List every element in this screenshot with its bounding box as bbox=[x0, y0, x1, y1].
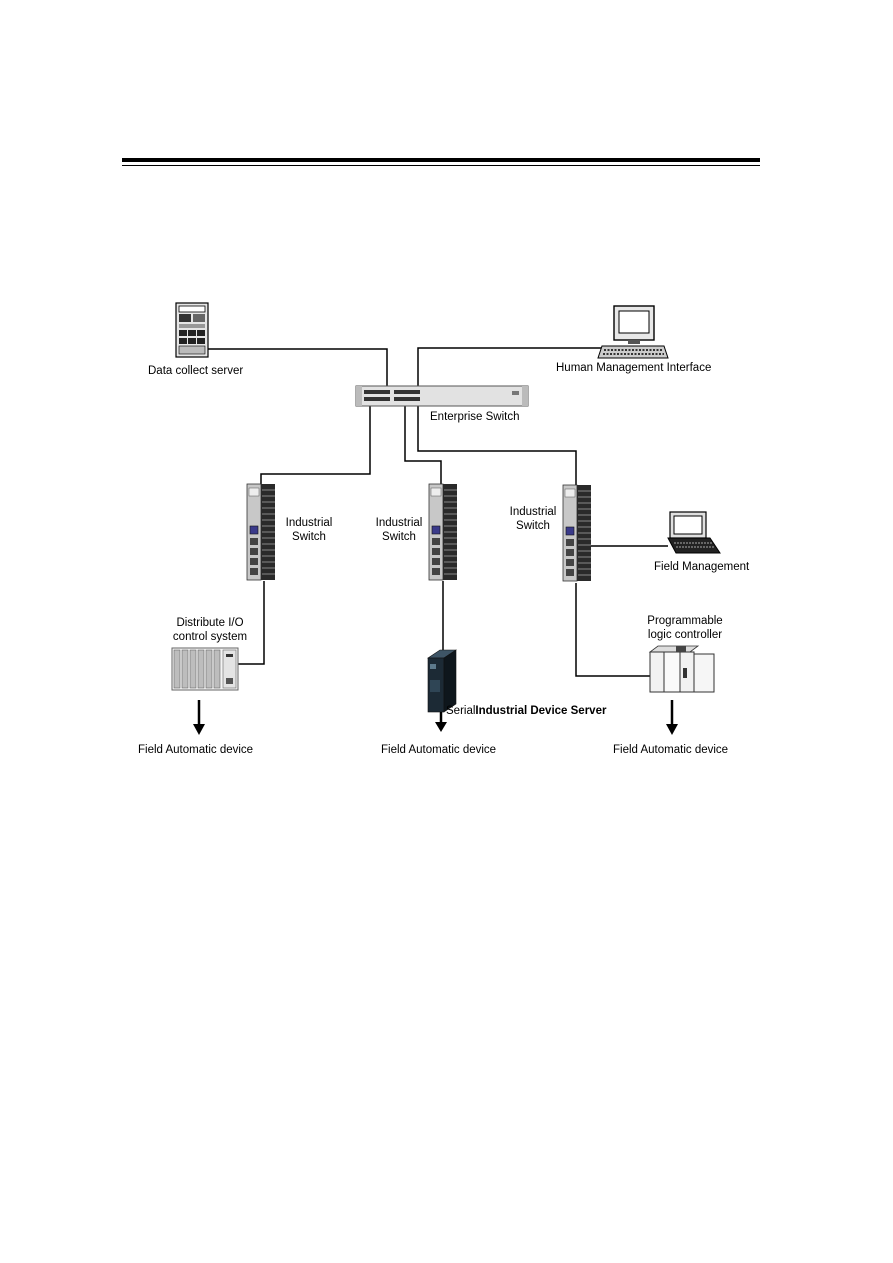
label-line: Industrial bbox=[509, 506, 557, 518]
label-enterprise-switch: Enterprise Switch bbox=[430, 411, 520, 423]
rack-switch-icon bbox=[355, 385, 529, 407]
label-serial-prefix: Serial bbox=[446, 705, 476, 717]
line-server-to-enterprise bbox=[200, 348, 388, 388]
label-line: Industrial bbox=[285, 517, 333, 529]
server-icon bbox=[175, 302, 209, 358]
label-line: Programmable bbox=[647, 615, 723, 627]
label-line: logic controller bbox=[647, 629, 723, 641]
label-line: Switch bbox=[382, 531, 416, 543]
label-line: Distribute I/O bbox=[176, 617, 244, 629]
connection-lines bbox=[200, 347, 668, 677]
io-module-icon bbox=[171, 647, 239, 691]
line-enterprise-to-switch1 bbox=[260, 406, 371, 486]
line-enterprise-to-switch2 bbox=[404, 406, 442, 486]
din-rail-switch-icon bbox=[562, 484, 592, 582]
label-line: Switch bbox=[292, 531, 326, 543]
label-line: Industrial bbox=[375, 517, 423, 529]
label-line: control system bbox=[172, 631, 248, 643]
label-serial-device-server: SerialIndustrial Device Server bbox=[446, 704, 606, 718]
down-arrow-icon bbox=[435, 712, 447, 732]
header-rule-thin bbox=[122, 165, 760, 166]
label-field-automatic-device-1: Field Automatic device bbox=[138, 744, 254, 756]
din-rail-switch-icon bbox=[246, 483, 276, 581]
label-industrial-switch-1: Industrial Switch bbox=[286, 516, 333, 544]
label-field-automatic-device-2: Field Automatic device bbox=[381, 744, 497, 756]
label-serial-name: Industrial Device Server bbox=[475, 705, 607, 717]
down-arrow-icon bbox=[193, 700, 205, 735]
line-switch1-to-io bbox=[236, 581, 265, 665]
down-arrow-icon bbox=[666, 700, 678, 735]
line-switch3-to-plc bbox=[575, 583, 650, 677]
line-enterprise-to-switch3 bbox=[417, 406, 577, 487]
desktop-computer-icon bbox=[597, 305, 669, 359]
label-line: Switch bbox=[516, 520, 550, 532]
header-rule-thick bbox=[122, 158, 760, 162]
label-field-management: Field Management bbox=[654, 561, 750, 573]
label-industrial-switch-3: Industrial Switch bbox=[510, 505, 557, 533]
din-rail-switch-icon bbox=[428, 483, 458, 581]
line-hmi-to-enterprise bbox=[417, 347, 602, 388]
label-plc: Programmable logic controller bbox=[647, 614, 722, 642]
label-industrial-switch-2: Industrial Switch bbox=[376, 516, 423, 544]
plc-icon bbox=[648, 645, 715, 693]
serial-device-server-icon bbox=[427, 649, 457, 713]
laptop-icon bbox=[667, 511, 721, 554]
label-data-collect-server: Data collect server bbox=[148, 365, 244, 377]
label-field-automatic-device-3: Field Automatic device bbox=[613, 744, 729, 756]
label-distribute-io: Distribute I/O control system bbox=[173, 616, 247, 644]
label-human-management-interface: Human Management Interface bbox=[556, 362, 712, 374]
